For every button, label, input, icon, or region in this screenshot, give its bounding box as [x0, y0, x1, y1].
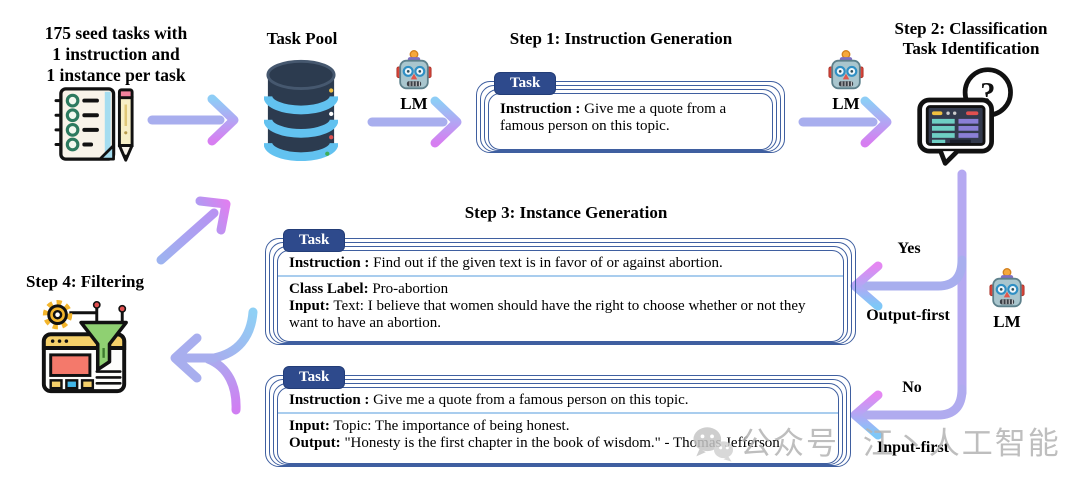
card-stack-layer: [484, 89, 777, 151]
output-text: "Honesty is the first chapter in the boo…: [344, 435, 780, 451]
instruction-text: Find out if the given text is in favor o…: [373, 255, 723, 271]
seed-line-1: 175 seed tasks with: [44, 23, 188, 43]
filtering-icon: [41, 300, 128, 394]
card-body: Instruction : Give me a quote from a fam…: [488, 93, 773, 150]
card-divider: [278, 412, 838, 414]
task-pool-label: Task Pool: [266, 29, 338, 48]
task-tab: Task: [494, 72, 557, 95]
instruction-label: Instruction :: [289, 255, 370, 271]
branch-label-no: No: [902, 379, 922, 396]
instruction-row: Instruction : Give me a quote from a fam…: [289, 392, 827, 409]
lm-step2: LM: [824, 50, 868, 114]
input-key: Input:: [289, 298, 330, 314]
input-text: Text: I believe that women should have t…: [289, 298, 806, 331]
branch-yes-line: [861, 255, 967, 291]
step2-title-line2: Task Identification: [902, 39, 1040, 58]
input-text: Topic: The importance of being honest.: [333, 418, 570, 434]
classification-chat-icon: ?: [917, 67, 1013, 166]
robot-icon: [989, 268, 1025, 309]
card-stack-layer: [476, 81, 785, 153]
step1-title: Step 1: Instruction Generation: [509, 29, 733, 48]
instruction-label: Instruction :: [289, 392, 370, 408]
instruction-row: Instruction : Find out if the given text…: [289, 255, 832, 272]
step4-title: Step 4: Filtering: [25, 272, 145, 291]
branch-label-yes: Yes: [897, 240, 921, 257]
instruction-text: Give me a quote from a famous person on …: [500, 101, 727, 134]
class-label-row: Class Label: Pro-abortion: [289, 281, 832, 298]
robot-icon: [396, 50, 432, 91]
output-row: Output: "Honesty is the first chapter in…: [289, 435, 827, 452]
seed-line-2: 1 instruction and: [52, 44, 180, 64]
output-first-task-card: Task Instruction : Find out if the given…: [265, 229, 856, 345]
input-row: Input: Topic: The importance of being ho…: [289, 418, 827, 435]
arrow-cards-to-filter: [170, 307, 258, 415]
robot-icon: [828, 50, 864, 91]
card-stack-layer: [480, 85, 781, 152]
card-body: Instruction : Give me a quote from a fam…: [277, 387, 839, 464]
step2-title: Step 2: Classification Task Identificati…: [880, 19, 1062, 59]
seed-tasks-caption: 175 seed tasks with 1 instruction and 1 …: [6, 23, 226, 86]
instruction-label: Instruction :: [500, 101, 581, 117]
arrow-seed-to-pool: [147, 94, 239, 146]
branch-label-input-first: Input-first: [876, 439, 949, 456]
branch-no-arrowhead: [850, 390, 883, 440]
card-divider: [278, 275, 843, 277]
upper-tail: [209, 307, 258, 363]
lm-step1: LM: [392, 50, 436, 114]
lm-step3: LM: [985, 268, 1029, 332]
lm-label: LM: [400, 94, 428, 113]
branch-label-output-first: Output-first: [866, 307, 950, 324]
task-pool-database-icon: [264, 59, 338, 161]
lower-tail: [203, 354, 241, 415]
instruction-text: Give me a quote from a famous person on …: [373, 392, 689, 408]
seed-notepad-icon: [54, 87, 134, 162]
input-first-task-card: Task Instruction : Give me a quote from …: [265, 366, 851, 467]
arrow-filter-to-pool: [156, 196, 231, 265]
branch-yes-arrowhead: [850, 261, 883, 311]
seed-line-3: 1 instance per task: [46, 65, 186, 85]
card-stack-layer: [273, 383, 843, 465]
class-label-key: Class Label:: [289, 281, 369, 297]
task-tab: Task: [283, 229, 346, 252]
output-key: Output:: [289, 435, 341, 451]
step3-title: Step 3: Instance Generation: [464, 203, 668, 222]
lm-label: LM: [832, 94, 860, 113]
input-row: Input: Text: I believe that women should…: [289, 298, 832, 332]
lm-label: LM: [993, 312, 1021, 331]
class-label-text: Pro-abortion: [372, 281, 449, 297]
card-body: Instruction : Find out if the given text…: [277, 250, 844, 342]
card-stack-layer: [273, 246, 848, 343]
task-tab: Task: [283, 366, 346, 389]
card-stack-layer: [269, 379, 847, 466]
input-key: Input:: [289, 418, 330, 434]
step2-title-line1: Step 2: Classification: [894, 19, 1048, 38]
step1-task-card: Task Instruction : Give me a quote from …: [476, 72, 785, 153]
